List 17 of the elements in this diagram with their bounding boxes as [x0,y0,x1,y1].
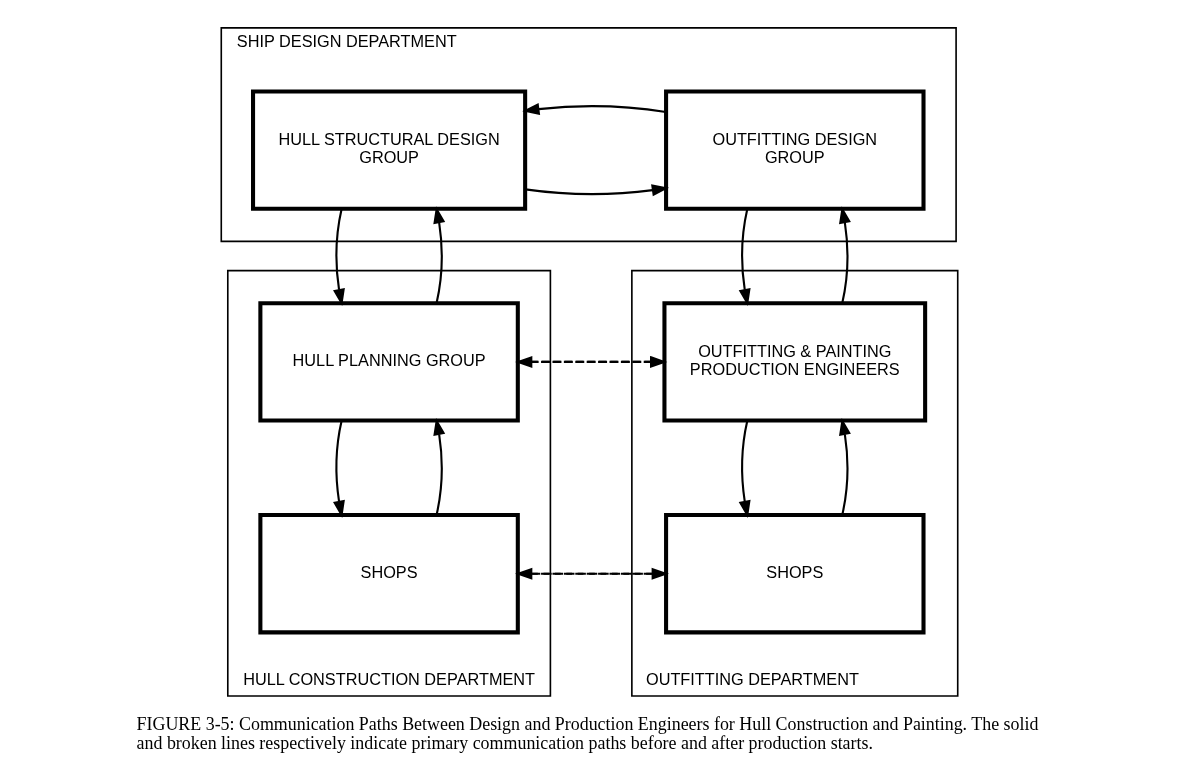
node-box: OUTFITTING DESIGN GROUP [664,89,926,211]
arrow [522,103,667,116]
arrow [433,417,446,515]
arrow [839,206,851,304]
arrow [433,206,446,304]
arrow [839,417,851,515]
arrow [333,209,345,307]
node-box: SHOPS [258,513,520,635]
node-box: OUTFITTING & PAINTING PRODUCTION ENGINEERS [662,301,928,423]
caption: FIGURE 3-5: Communication Paths Between Design and Production Engineers for Hull Construction and Painting. The solid and broken lines respectively indicate primary communication paths before and after production starts. [136,713,1039,754]
arrow [738,420,751,518]
arrow [333,420,345,518]
node-box: SHOPS [664,513,926,635]
arrow [525,184,670,197]
arrow [738,209,751,307]
node-box: HULL PLANNING GROUP [258,301,520,423]
node-box: HULL STRUCTURAL DESIGN GROUP [251,89,528,211]
